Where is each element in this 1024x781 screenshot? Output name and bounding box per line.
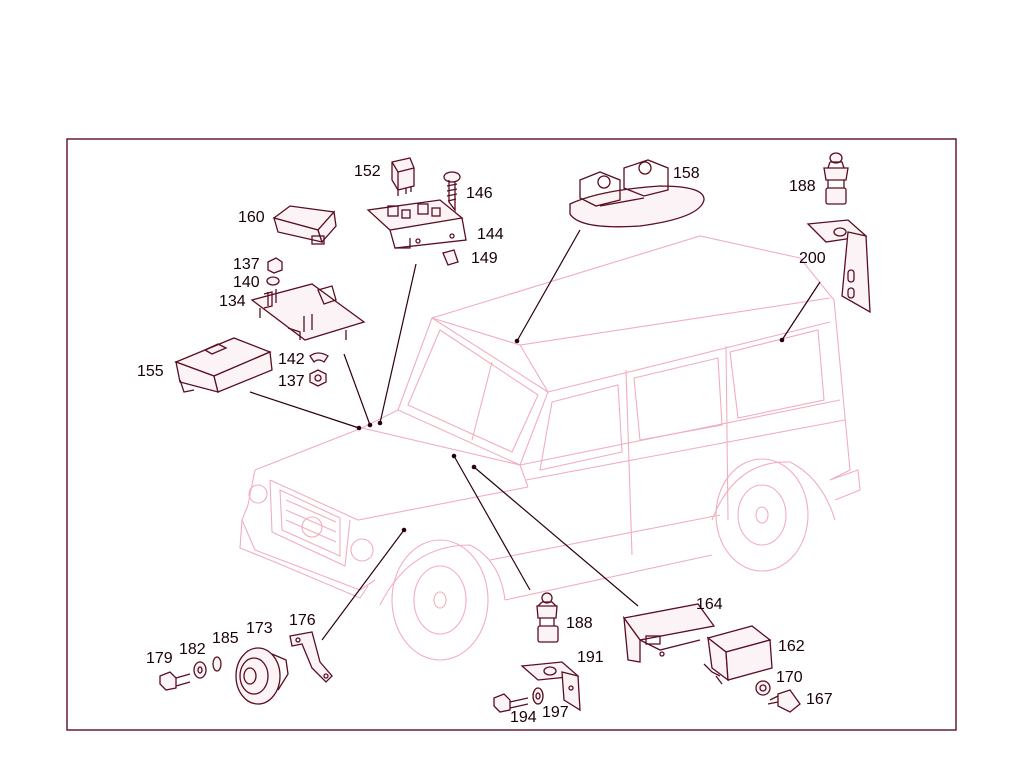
bolt-167-icon — [767, 689, 801, 713]
clip-142-icon — [309, 352, 329, 364]
label-162: 162 — [778, 638, 805, 655]
label-170: 170 — [776, 669, 803, 686]
bolt-194-icon — [493, 693, 529, 713]
nut-137b-icon — [309, 369, 327, 387]
label-200: 200 — [799, 250, 826, 267]
label-149: 149 — [471, 250, 498, 267]
label-179: 179 — [146, 650, 173, 667]
label-188b: 188 — [566, 615, 593, 632]
washer-197-icon — [532, 687, 544, 705]
horn-bracket-176-icon — [289, 631, 333, 683]
vehicle-outline — [239, 235, 861, 661]
label-167: 167 — [806, 691, 833, 708]
nut-137-icon — [267, 257, 283, 274]
module-162-icon — [703, 625, 773, 685]
plate-134-icon — [250, 283, 366, 341]
label-160: 160 — [238, 209, 265, 226]
label-164: 164 — [696, 596, 723, 613]
horn-173-icon — [235, 647, 289, 705]
relay-152-icon — [391, 157, 415, 196]
label-134: 134 — [219, 293, 246, 310]
label-176: 176 — [289, 612, 316, 629]
bracket-144-icon — [366, 199, 467, 249]
module-160-icon — [272, 205, 337, 245]
label-188a: 188 — [789, 178, 816, 195]
switch-188a-icon — [823, 152, 849, 205]
clip-149-icon — [442, 249, 459, 266]
screw-146-icon — [443, 171, 461, 212]
label-173: 173 — [246, 620, 273, 637]
diagram-frame — [66, 138, 957, 731]
bracket-200-icon — [806, 219, 871, 314]
label-194: 194 — [510, 709, 537, 726]
light-158-icon — [569, 159, 705, 228]
control-unit-155-icon — [174, 337, 273, 393]
switch-188b-icon — [536, 592, 559, 643]
label-182: 182 — [179, 641, 206, 658]
label-158: 158 — [673, 165, 700, 182]
label-191: 191 — [577, 649, 604, 666]
label-155: 155 — [137, 363, 164, 380]
label-197: 197 — [542, 704, 569, 721]
label-137b: 137 — [278, 373, 305, 390]
washer-170-icon — [755, 680, 771, 696]
label-137a: 137 — [233, 256, 260, 273]
label-152: 152 — [354, 163, 381, 180]
label-185: 185 — [212, 630, 239, 647]
washer-140-icon — [266, 276, 280, 286]
bracket-164-icon — [622, 603, 716, 663]
label-140: 140 — [233, 274, 260, 291]
leader-lines — [249, 229, 821, 641]
nut-182-icon — [193, 661, 207, 679]
bracket-191-icon — [520, 661, 581, 712]
label-142: 142 — [278, 351, 305, 368]
label-144: 144 — [477, 226, 504, 243]
bolt-179-icon — [159, 671, 191, 691]
label-146: 146 — [466, 185, 493, 202]
washer-185-icon — [212, 656, 222, 672]
